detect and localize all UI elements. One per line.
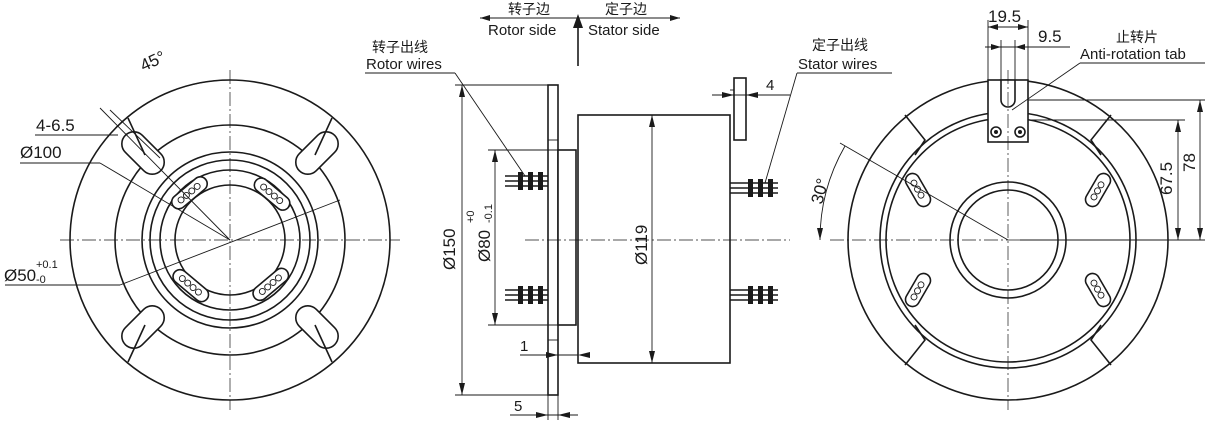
slot-width-label: 9.5	[1038, 27, 1062, 46]
left-dia50-upper-tol: +0.1	[36, 259, 58, 271]
left-flange-gaps	[127, 117, 333, 363]
tab-screw-left	[990, 126, 1002, 138]
stator-side-en: Stator side	[588, 22, 660, 39]
left-wire-pads	[170, 176, 291, 303]
main-body	[577, 114, 731, 364]
left-angle-label: 45°	[137, 47, 168, 75]
right-end-view: 19.5 9.5 止转片 Anti-rotation tab 67.5 78 3…	[808, 7, 1205, 410]
anti-rotation-tab-side	[733, 77, 747, 141]
left-dia50-lower-tol: -0	[36, 274, 46, 286]
rotor-wire-bundle-lower	[505, 286, 548, 304]
stator-wire-bundle-lower	[730, 286, 778, 304]
direction-arrow-head	[573, 14, 583, 28]
left-holes-label: 4-6.5	[36, 116, 75, 135]
left-hub-ring	[141, 151, 319, 329]
wire-pad	[904, 172, 932, 208]
tab-thickness-label: 4	[766, 77, 774, 94]
flange-step-label: 1	[520, 338, 528, 355]
anti-rotation-en: Anti-rotation tab	[1080, 46, 1186, 63]
right-angle-label: 30°	[808, 176, 833, 206]
height-67-5-label: 67.5	[1157, 162, 1176, 195]
rotor-wires-cn: 转子出线	[372, 39, 428, 55]
left-slot	[121, 304, 166, 349]
left-mounting-slots	[121, 131, 339, 349]
rotor-spigot	[557, 149, 577, 326]
wire-pad	[1084, 272, 1112, 308]
dia119-label: Ø119	[632, 225, 651, 265]
left-slot	[121, 131, 166, 176]
flange-thickness-label: 5	[514, 398, 522, 415]
rotor-wires-en: Rotor wires	[366, 56, 442, 73]
dia80-label: Ø80	[475, 230, 494, 262]
left-end-view: 45° 4-6.5 Ø100 Ø50 +0.1 -0	[4, 47, 400, 410]
direction-indicator: 转子边 定子边 Rotor side Stator side	[480, 1, 680, 66]
stator-wires-en: Stator wires	[798, 56, 877, 73]
side-view: Ø150 Ø80 +0 -0.1 Ø119 4 1 5	[365, 37, 892, 420]
dia80-lower-tol: -0.1	[483, 204, 495, 223]
left-slot	[294, 304, 339, 349]
left-angle-arc	[116, 79, 231, 128]
height-78-label: 78	[1180, 153, 1199, 172]
left-dia100-label: Ø100	[20, 143, 62, 162]
stator-wires-cn: 定子出线	[812, 37, 868, 53]
anti-rotation-cn: 止转片	[1116, 29, 1158, 45]
tab-slot	[1000, 80, 1016, 108]
dia150-label: Ø150	[440, 228, 459, 270]
tab-width-label: 19.5	[988, 7, 1021, 26]
stator-side-cn: 定子边	[605, 1, 647, 17]
wire-pad	[904, 272, 932, 308]
left-dia50-label: Ø50	[4, 266, 36, 285]
rotor-wire-bundle-upper	[505, 172, 548, 190]
rotor-side-en: Rotor side	[488, 22, 556, 39]
dia80-upper-tol: +0	[465, 210, 477, 223]
tab-screw-right	[1014, 126, 1026, 138]
wire-pad	[1084, 172, 1112, 208]
rotor-side-cn: 转子边	[508, 1, 550, 17]
left-slot	[294, 131, 339, 176]
right-wire-pads	[904, 172, 1112, 308]
stator-wire-bundle-upper	[730, 179, 778, 197]
right-flange-gaps	[904, 114, 1112, 366]
